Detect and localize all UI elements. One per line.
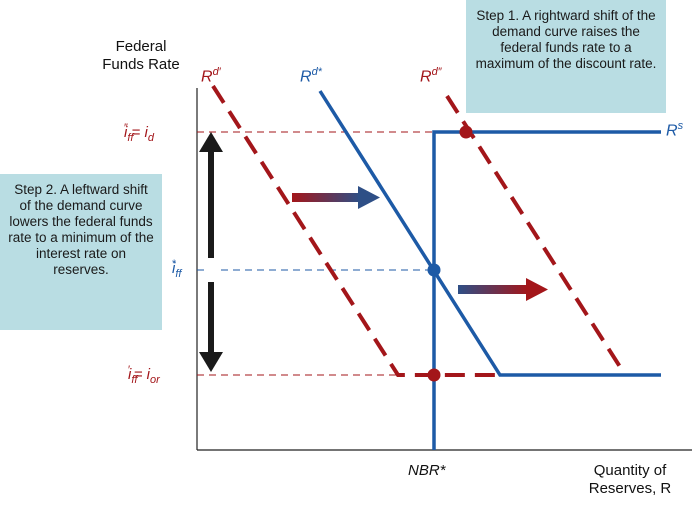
rate-label-upper: iff″ = id (123, 122, 154, 144)
range-double-arrow (199, 132, 223, 372)
curve-label-rs: Rs (666, 120, 684, 140)
rate-label-lower: iff′ = ior (127, 364, 160, 386)
demand-curve-rd-prime (211, 84, 500, 377)
y-axis-title-line1: Federal (115, 38, 167, 55)
equilibrium-point-lower (427, 368, 441, 382)
x-axis-title: Quantity of Reserves, R (570, 462, 690, 498)
rate-label-middle: iff* (171, 258, 182, 280)
x-axis-title-line2: Reserves, R (588, 480, 672, 497)
shift-arrow-right-lower (458, 278, 548, 301)
equilibrium-point-upper (459, 125, 473, 139)
demand-curve-rd-star (318, 90, 661, 377)
equilibrium-point-middle (427, 263, 441, 277)
supply-curve-rs (432, 130, 661, 450)
callout-step-2: Step 2. A leftward shift of the demand c… (0, 174, 162, 330)
demand-curve-rd-double-prime (445, 94, 626, 375)
x-tick-nbr-star: NBR* (408, 462, 446, 479)
curve-label-rd-prime: Rd′ (201, 66, 221, 86)
curve-label-rd-double-prime: Rd″ (420, 66, 442, 86)
y-axis-title: Federal Funds Rate (86, 38, 196, 74)
y-axis-title-line2: Funds Rate (102, 56, 180, 73)
x-axis-title-line1: Quantity of (593, 462, 667, 479)
curve-label-rd-star: Rd* (300, 66, 322, 86)
shift-arrow-right-upper (292, 186, 380, 209)
callout-step-1: Step 1. A rightward shift of the demand … (466, 0, 666, 113)
